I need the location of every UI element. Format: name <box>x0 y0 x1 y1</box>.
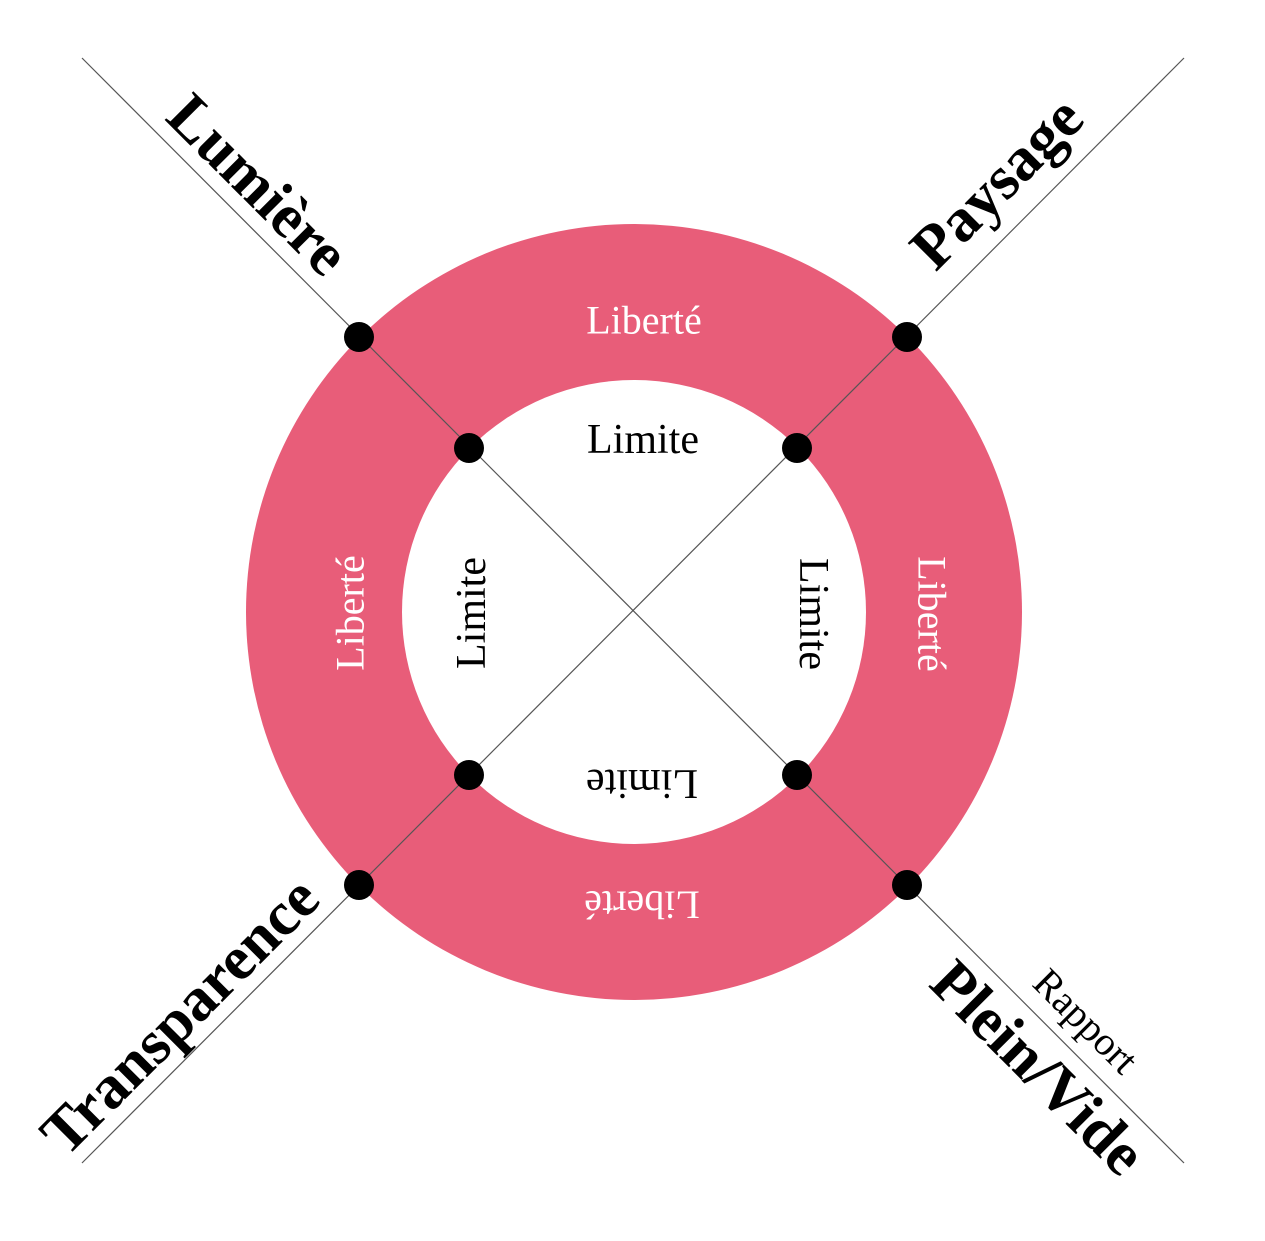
node-dot-outer-top-right <box>892 322 922 352</box>
axis-label-paysage: Paysage <box>897 83 1096 282</box>
ring-label-left: Liberté <box>328 555 373 671</box>
node-dot-inner-bottom-left <box>454 760 484 790</box>
inner-label-top: Limite <box>587 417 699 463</box>
ring-label-bottom: Liberté <box>584 883 700 928</box>
axis-label-lumiere: Lumière <box>154 81 362 289</box>
node-dot-outer-top-left <box>344 322 374 352</box>
node-dots <box>344 322 922 900</box>
axis-label-transparence: Transparence <box>28 864 333 1169</box>
inner-label-right: Limite <box>790 558 836 670</box>
inner-label-bottom: Limite <box>586 760 698 806</box>
node-dot-inner-top-right <box>782 433 812 463</box>
node-dot-outer-bottom-left <box>344 870 374 900</box>
ring-label-right: Liberté <box>910 556 955 672</box>
diagonal-line-tr-bl <box>81 57 1185 1164</box>
ring-label-top: Liberté <box>586 298 702 343</box>
node-dot-outer-bottom-right <box>892 870 922 900</box>
inner-label-left: Limite <box>449 557 495 669</box>
node-dot-inner-top-left <box>454 433 484 463</box>
node-dot-inner-bottom-right <box>782 760 812 790</box>
